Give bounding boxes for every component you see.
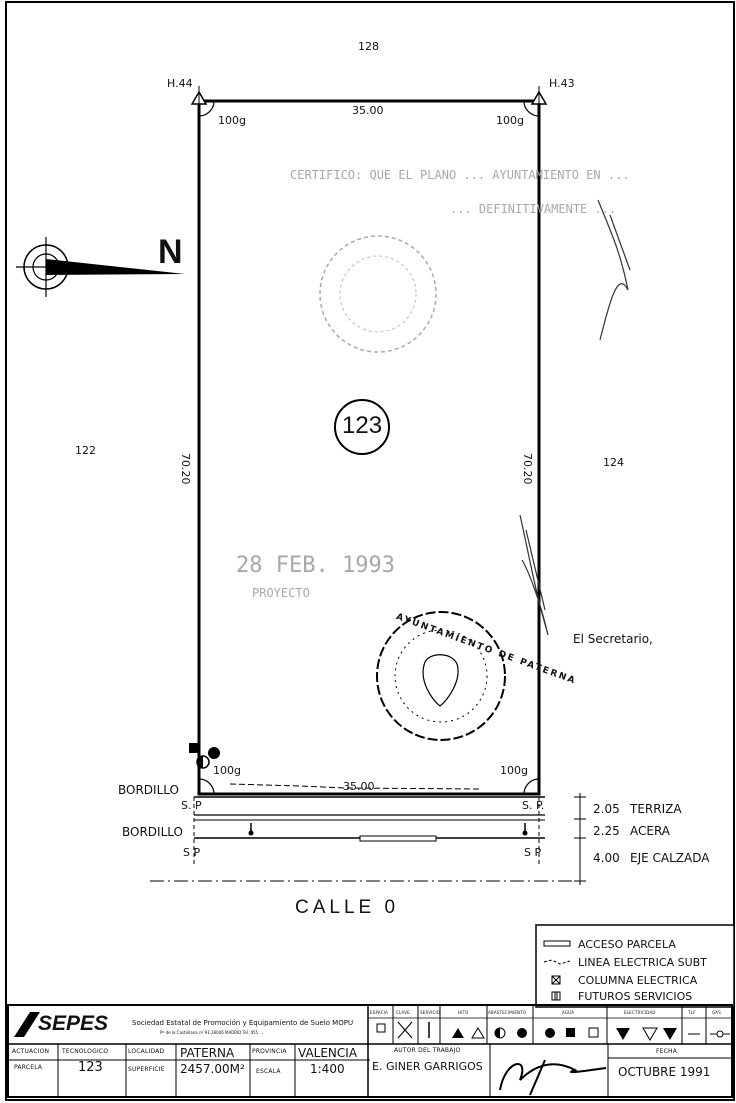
- fecha-label: FECHA: [656, 1048, 678, 1055]
- angle-bl: 100g: [213, 764, 241, 777]
- parcel-number-circle: [334, 399, 390, 455]
- legend-item-electric-line: LINEA ELECTRICA SUBT: [578, 956, 707, 969]
- offset-value-2: 2.25: [593, 824, 620, 838]
- legend-item-access: ACCESO PARCELA: [578, 938, 676, 951]
- escala-value: 1:400: [310, 1062, 345, 1076]
- neighbor-parcel-top: 128: [358, 40, 379, 53]
- offset-value-1: 2.05: [593, 802, 620, 816]
- angle-arc-bl: [198, 778, 215, 795]
- autor-value: E. GINER GARRIGOS: [372, 1060, 483, 1073]
- corner-marker-h43: [530, 86, 548, 112]
- official-seal-stamp: [376, 611, 506, 741]
- secretary-label: El Secretario,: [573, 632, 653, 646]
- col-header-clave: CLAVE: [396, 1010, 410, 1015]
- bordillo-label-2: BORDILLO: [122, 825, 183, 839]
- tecnologico-label: TECNOLOGICO: [62, 1048, 109, 1055]
- sp-top-left: S. P: [181, 799, 202, 812]
- neighbor-parcel-left: 122: [75, 444, 96, 457]
- street-name: CALLE 0: [295, 897, 400, 918]
- col-header-gas: GAS: [712, 1010, 721, 1015]
- col-header-servicio: SERVICIO: [420, 1010, 441, 1015]
- sp-top-right: S. P.: [522, 799, 545, 812]
- angle-arc-br: [523, 778, 540, 795]
- sepes-logo-icon: [14, 1012, 40, 1037]
- fecha-value: OCTUBRE 1991: [618, 1065, 711, 1079]
- certificate-line-2: ... DEFINITIVAMENTE ...: [450, 202, 617, 216]
- localidad-label: LOCALIDAD: [128, 1048, 165, 1055]
- right-length: 70.20: [521, 453, 534, 485]
- corner-marker-h44: [190, 86, 208, 112]
- angle-arc-tl: [198, 100, 215, 117]
- superficie-label: SUPERFICIE: [128, 1066, 165, 1073]
- stamp-date: 28 FEB. 1993: [236, 553, 395, 578]
- sp-mid-right: S P: [524, 846, 542, 859]
- author-signature: [499, 1059, 607, 1096]
- margin-signature-upper: [597, 199, 631, 341]
- col-header-agua: AGUA: [562, 1010, 575, 1015]
- superficie-value: 2457.00M²: [180, 1062, 245, 1076]
- north-label: N: [158, 233, 183, 271]
- provincia-label: PROVINCIA: [252, 1048, 287, 1055]
- company-name: Sociedad Estatal de Promoción y Equipami…: [132, 1019, 354, 1027]
- street-lamp-icon: [248, 823, 254, 836]
- parcela-label: PARCELA: [14, 1064, 43, 1071]
- corner-label-h43: H.43: [549, 77, 575, 90]
- stamp-seal-upper: [319, 235, 437, 353]
- offset-label-1: TERRIZA: [630, 802, 682, 816]
- bottom-length: 35.00: [343, 780, 375, 793]
- margin-signature-lower: [519, 514, 549, 636]
- sp-mid-left: S P: [183, 846, 201, 859]
- col-header-hito: HITO: [458, 1010, 469, 1015]
- angle-tl: 100g: [218, 114, 246, 127]
- col-header-tlf: TLF: [688, 1010, 696, 1015]
- access-marker-icon: [189, 743, 199, 753]
- legend-item-future-services: FUTUROS SERVICIOS: [578, 990, 693, 1003]
- title-block: [7, 1004, 733, 1098]
- stamp-proyecto: PROYECTO: [252, 586, 310, 600]
- parcel-outline: [197, 99, 541, 796]
- bordillo-label-1: BORDILLO: [118, 783, 179, 797]
- north-arrow-icon: [16, 237, 185, 297]
- offset-label-3: EJE CALZADA: [630, 851, 710, 865]
- corner-label-h44: H.44: [167, 77, 193, 90]
- escala-label: ESCALA: [256, 1068, 281, 1075]
- provincia-value: VALENCIA: [298, 1046, 358, 1060]
- left-length: 70.20: [179, 453, 192, 485]
- localidad-value: PATERNA: [180, 1046, 235, 1060]
- sepes-logo-text: SEPES: [38, 1012, 109, 1035]
- parcela-value: 123: [78, 1060, 103, 1075]
- angle-tr: 100g: [496, 114, 524, 127]
- parcel-number: 123: [342, 412, 383, 439]
- autor-label: AUTOR DEL TRABAJO: [394, 1047, 461, 1054]
- access-parcel-opening: [359, 835, 437, 842]
- street-lamp-icon: [522, 823, 528, 836]
- angle-br: 100g: [500, 764, 528, 777]
- angle-arc-tr: [523, 100, 540, 117]
- neighbor-parcel-right: 124: [603, 456, 624, 469]
- offset-label-2: ACERA: [630, 824, 671, 838]
- legend-box: [535, 924, 735, 1008]
- actuacion-label: ACTUACION: [12, 1048, 50, 1055]
- certificate-line-1: CERTIFICO: QUE EL PLANO ... AYUNTAMIENTO…: [290, 168, 630, 182]
- sheet-border: [5, 1, 735, 1101]
- offset-value-3: 4.00: [593, 851, 620, 865]
- company-address: Pº de la Castellana nº 91 28046 MADRID T…: [160, 1030, 264, 1035]
- col-header-electricidad: ELECTRICIDAD: [624, 1010, 656, 1015]
- legend-item-electric-column: COLUMNA ELECTRICA: [578, 974, 698, 987]
- service-column-icon: [208, 747, 220, 759]
- col-header-espacia: ESPACIA: [370, 1010, 388, 1015]
- electric-line-subt: [229, 783, 481, 790]
- top-length: 35.00: [352, 104, 384, 117]
- col-header-abastecimiento: ABASTECIMIENTO: [488, 1010, 527, 1015]
